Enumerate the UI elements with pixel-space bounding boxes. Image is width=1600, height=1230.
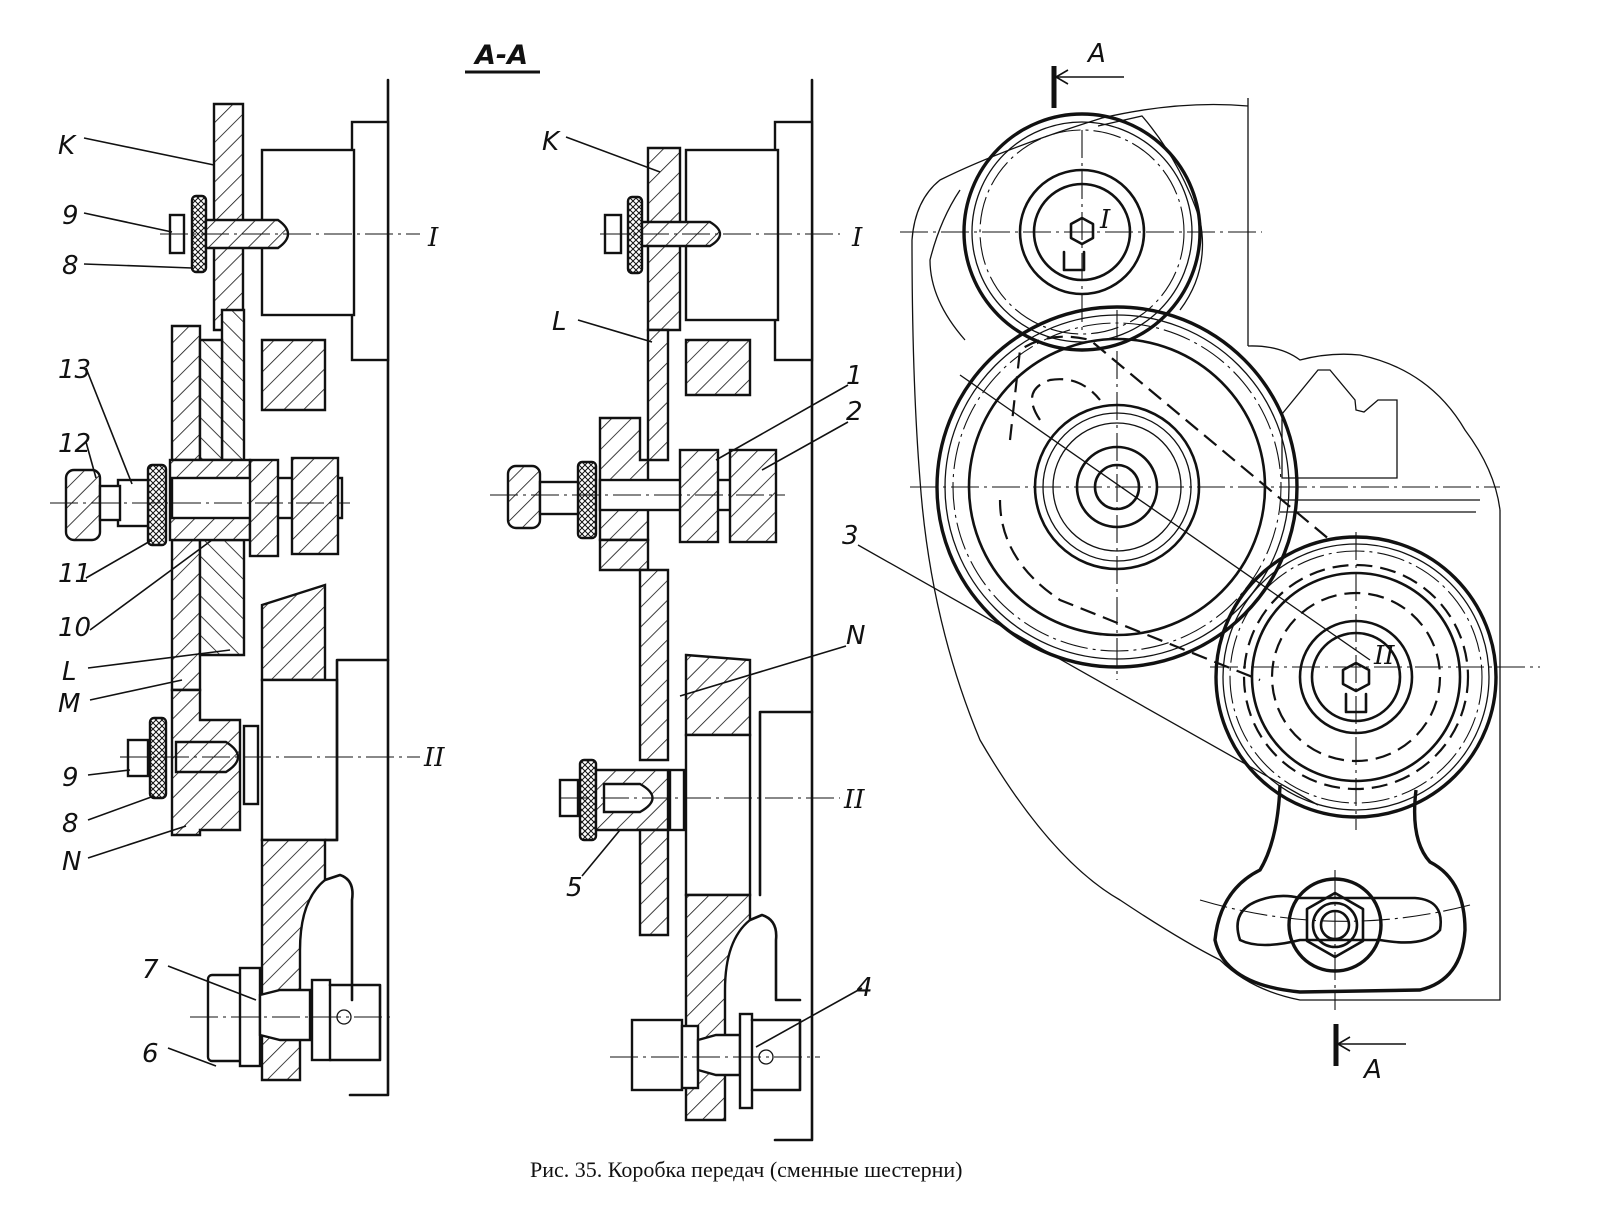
- left-gear-m-lower: [170, 538, 202, 692]
- label-4: 4: [856, 973, 873, 1003]
- middle-knurled-nut-top: [626, 195, 644, 275]
- label-k-middle: K: [542, 127, 561, 157]
- front-labels: A A 3 I II: [842, 39, 1395, 1085]
- axis-label-ii-front: II: [1373, 641, 1395, 671]
- middle-section-view: [490, 78, 840, 1142]
- middle-labels: K L 1 2 N 5 4 I II: [542, 127, 873, 1048]
- axis-label-i-front: I: [1099, 205, 1111, 235]
- axis-label-ii-middle: II: [843, 785, 865, 815]
- front-bracket-notch: [1281, 369, 1398, 479]
- label-13: 13: [58, 355, 91, 385]
- left-gear-k: [212, 102, 245, 332]
- left-frame-edge: [348, 78, 390, 1097]
- middle-washer-4: [738, 1012, 754, 1110]
- label-9-bottom-left: 9: [62, 763, 79, 793]
- label-10: 10: [58, 613, 91, 643]
- middle-casting-mid: [684, 653, 752, 737]
- axis-label-i-middle: I: [851, 223, 863, 253]
- front-view: [857, 66, 1540, 1066]
- label-3: 3: [842, 521, 859, 551]
- left-gear-k-web: [220, 308, 246, 462]
- left-gear-m-upper: [170, 324, 202, 462]
- middle-knurled-nut: [576, 460, 598, 540]
- left-labels: K 9 8 13 12 11 10 L M 9 8 N 7 6 I II: [58, 131, 445, 1069]
- middle-gear-l: [646, 328, 670, 462]
- label-l-middle: L: [552, 307, 567, 337]
- left-spacer-1: [248, 458, 280, 558]
- middle-spacer-1: [678, 448, 720, 544]
- label-cut-a-bottom: A: [1362, 1055, 1382, 1085]
- label-9-top-left: 9: [62, 201, 79, 231]
- label-k-left: K: [58, 131, 77, 161]
- middle-bolt: [630, 1018, 684, 1092]
- left-spacer-2: [290, 456, 340, 556]
- left-casting-upper: [260, 338, 327, 412]
- left-knurled-nut-mid: [146, 463, 168, 547]
- middle-spacer-2: [728, 448, 778, 544]
- middle-knurled-nut-bottom: [578, 758, 598, 842]
- axis-label-ii-left: II: [423, 743, 445, 773]
- label-cut-a-top: A: [1086, 39, 1106, 69]
- axis-label-i-left: I: [427, 223, 439, 253]
- label-5: 5: [566, 873, 583, 903]
- section-title-text: A-A: [473, 40, 528, 71]
- label-2: 2: [846, 397, 863, 427]
- left-screw-head-bottom: [126, 738, 150, 778]
- label-8-top-left: 8: [62, 251, 79, 281]
- left-section-view: [50, 78, 420, 1097]
- label-1: 1: [846, 361, 863, 391]
- section-cut-marker-bottom: [1333, 1024, 1406, 1066]
- figure-caption: Рис. 35. Коробка передач (сменные шестер…: [530, 1157, 962, 1182]
- label-m: M: [58, 689, 80, 719]
- left-casting-mid: [260, 583, 327, 682]
- left-gear-l: [198, 538, 246, 657]
- section-title: A-A: [465, 40, 540, 74]
- left-knurled-nut-bottom: [148, 716, 168, 800]
- label-8-bottom-left: 8: [62, 809, 79, 839]
- gear-i: [900, 112, 1262, 352]
- middle-casting-upper: [684, 338, 752, 397]
- middle-cap: [506, 464, 542, 530]
- label-11: 11: [58, 559, 91, 589]
- middle-gear-n-lower: [638, 828, 670, 937]
- section-cut-marker-top: [1051, 66, 1124, 108]
- swing-arm: [1213, 784, 1467, 994]
- front-housing-outline: [911, 98, 1501, 1001]
- gear-large-middle: [910, 305, 1500, 682]
- label-n-left: N: [62, 847, 81, 877]
- label-6: 6: [142, 1039, 159, 1069]
- gear-ii: [1210, 532, 1540, 830]
- label-n-middle: N: [846, 621, 865, 651]
- label-l-left: L: [62, 657, 77, 687]
- label-7: 7: [142, 955, 159, 985]
- left-cap-12: [64, 468, 102, 542]
- middle-frame-edge: [773, 78, 814, 1142]
- left-flange: [350, 120, 390, 362]
- label-12: 12: [58, 429, 91, 459]
- middle-flange: [773, 120, 814, 362]
- middle-gear-n: [638, 568, 670, 762]
